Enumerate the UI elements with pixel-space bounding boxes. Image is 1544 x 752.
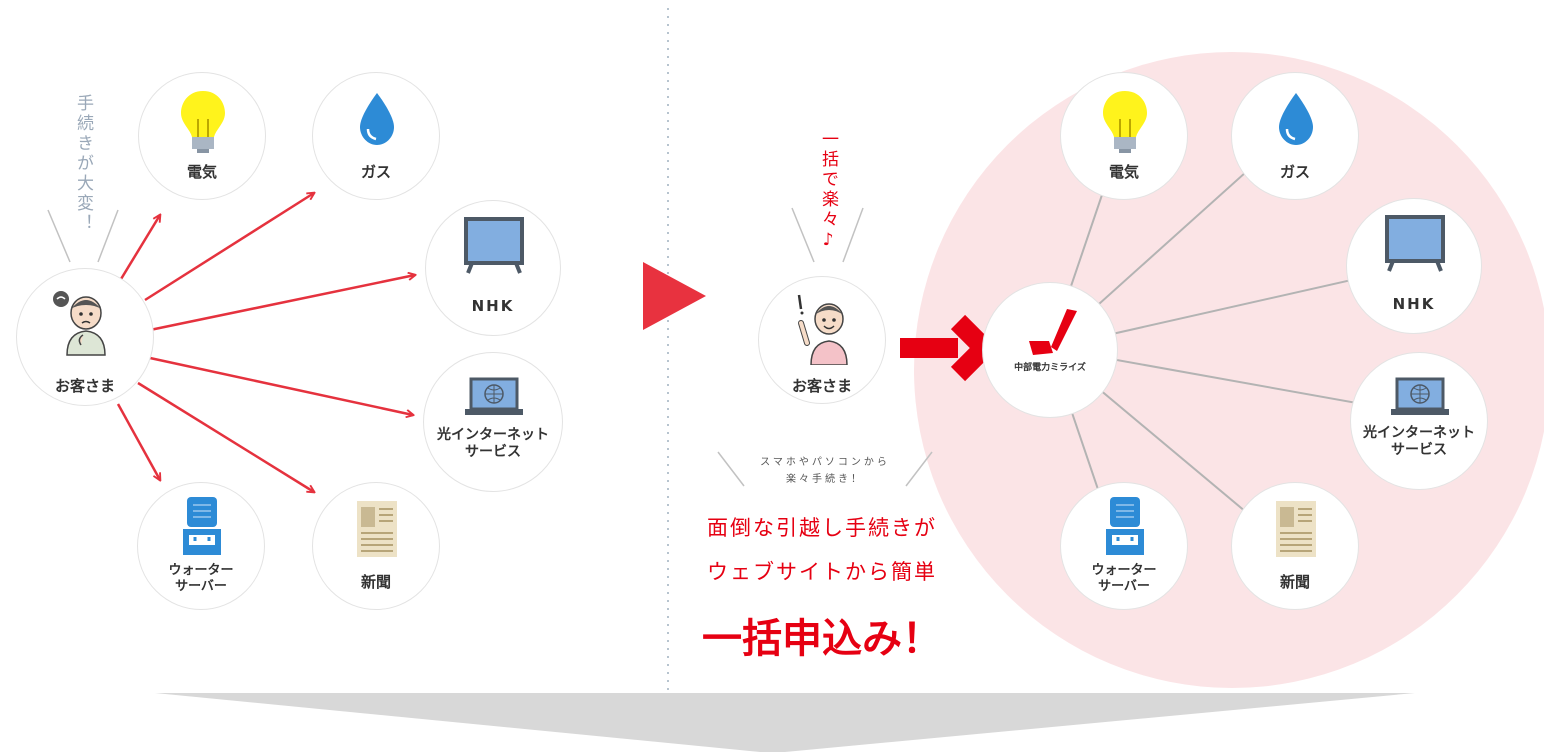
hub-company-label: 中部電力ミライズ: [1014, 363, 1086, 373]
customer-node-left: お客さま: [16, 268, 154, 406]
tagline-line1: 面倒な引越し手続きが: [707, 516, 937, 540]
hub-arrow-shaft: [900, 338, 958, 358]
transition-arrow: [643, 262, 706, 330]
tagline-line2: ウェブサイトから簡単: [707, 560, 937, 584]
service-label-newspaper-left: 新聞: [360, 573, 391, 591]
service-label-gas-right: ガス: [1279, 163, 1310, 181]
water-drop-icon: [1279, 93, 1313, 145]
water-server-icon: [183, 497, 221, 555]
service-label-gas-left: ガス: [360, 163, 391, 181]
happy-customer-icon: [797, 294, 848, 365]
newspaper-icon: [357, 501, 397, 557]
service-label-water-right: ウォーター サーバー: [1091, 563, 1157, 594]
service-label-electricity-left: 電気: [186, 163, 217, 181]
company-logo-icon: [1029, 309, 1077, 355]
service-label-internet-right: 光インターネット サービス: [1363, 425, 1475, 458]
service-label-internet-left: 光インターネット サービス: [437, 427, 549, 460]
right-speech-text: 一括で楽々♪: [818, 130, 838, 253]
service-electricity-right: 電気: [1060, 72, 1188, 200]
tagline-small: スマホやパソコンから 楽々手続き！: [760, 457, 890, 485]
worried-customer-icon: [53, 291, 106, 356]
customer-label-left: お客さま: [54, 377, 115, 395]
service-label-nhk-right: NHK: [1392, 295, 1436, 313]
tagline-big: 一括申込み！: [702, 616, 942, 662]
service-label-electricity-right: 電気: [1108, 163, 1139, 181]
newspaper-icon: [1276, 501, 1316, 557]
laptop-globe-icon: [465, 377, 523, 415]
service-nhk-left: NHK: [425, 200, 561, 336]
service-gas-right: ガス: [1231, 72, 1359, 200]
service-newspaper-right: 新聞: [1231, 482, 1359, 610]
light-bulb-icon: [1103, 91, 1147, 153]
service-label-newspaper-right: 新聞: [1279, 573, 1310, 591]
service-label-water-left: ウォーター サーバー: [168, 563, 234, 594]
service-label-nhk-left: NHK: [471, 297, 515, 315]
service-nhk-right: NHK: [1346, 198, 1482, 334]
service-electricity-left: 電気: [138, 72, 266, 200]
service-water-left: ウォーター サーバー: [137, 482, 265, 610]
bottom-arrow: [155, 693, 1415, 752]
service-water-right: ウォーター サーバー: [1060, 482, 1188, 610]
service-newspaper-left: 新聞: [312, 482, 440, 610]
customer-label-right: お客さま: [791, 377, 852, 395]
left-speech-text: 手続きが大変！: [73, 94, 93, 234]
hub-company-node: 中部電力ミライズ: [982, 282, 1118, 418]
tv-icon: [1385, 215, 1445, 272]
laptop-globe-icon: [1391, 377, 1449, 415]
left-arrows: [116, 193, 415, 492]
service-internet-left: 光インターネット サービス: [423, 352, 563, 492]
customer-node-right: お客さま: [758, 276, 886, 404]
water-drop-icon: [360, 93, 394, 145]
service-internet-right: 光インターネット サービス: [1350, 352, 1488, 490]
tv-icon: [464, 217, 524, 274]
service-gas-left: ガス: [312, 72, 440, 200]
water-server-icon: [1106, 497, 1144, 555]
light-bulb-icon: [181, 91, 225, 153]
